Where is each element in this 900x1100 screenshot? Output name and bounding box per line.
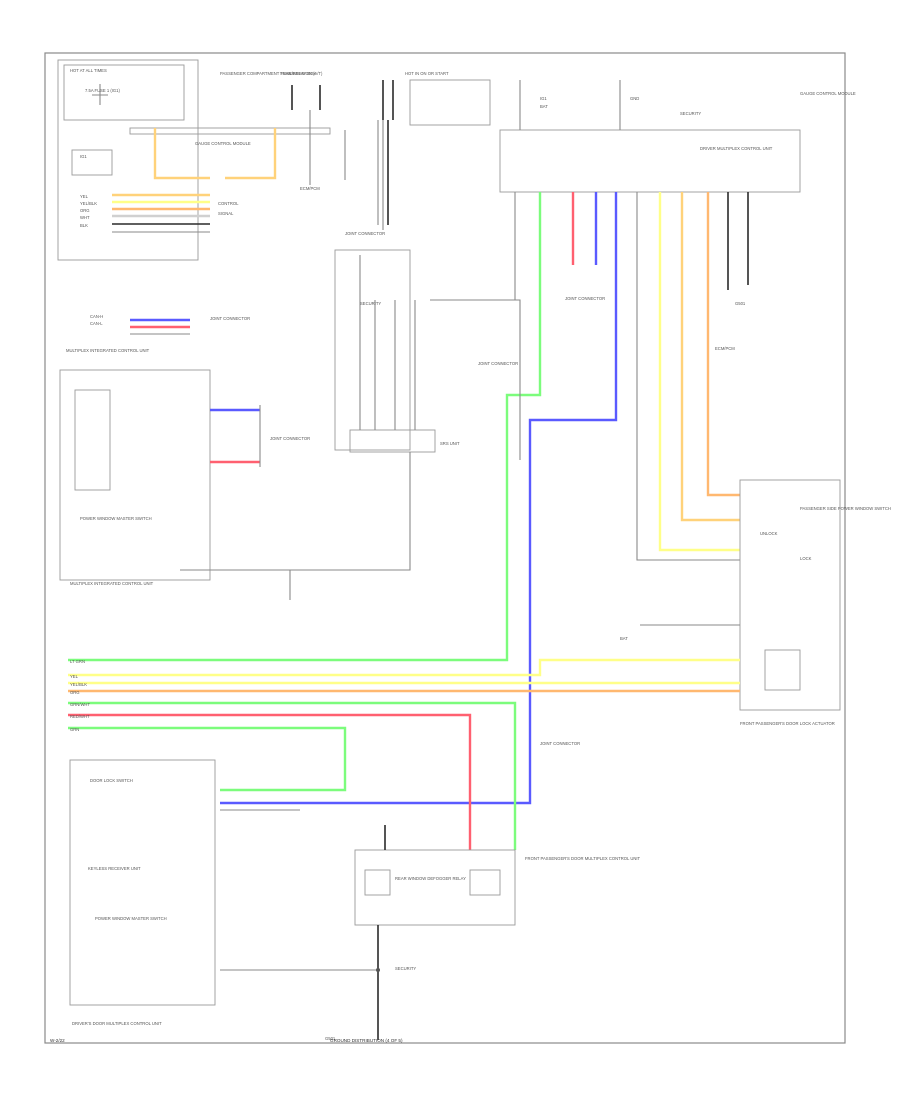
wire-label: BAT bbox=[540, 104, 548, 109]
wire-label: FRONT PASSENGER'S DOOR LOCK ACTUATOR bbox=[740, 721, 835, 726]
wire-label: DRIVER MULTIPLEX CONTROL UNIT bbox=[700, 146, 773, 151]
wire-label: BLK bbox=[80, 223, 88, 228]
wire-label: SIGNAL bbox=[218, 211, 234, 216]
wire-label: SECURITY bbox=[395, 966, 416, 971]
wire-label: RED/WHT bbox=[70, 714, 90, 719]
wire-label: CONTROL bbox=[218, 201, 239, 206]
footer-left: W-2/22 bbox=[50, 1038, 65, 1043]
wire-label: JOINT CONNECTOR bbox=[210, 316, 250, 321]
fuse-box-label: HOT AT ALL TIMES bbox=[70, 68, 107, 73]
wire-label: UNLOCK bbox=[760, 531, 778, 536]
left-bundle: YEL YEL/BLK ORG WHT BLK CONTROL SIGNAL bbox=[80, 193, 239, 233]
wire-label: GRN bbox=[70, 727, 79, 732]
wire-label: ECM/PCM bbox=[715, 346, 735, 351]
wire-label: JOINT CONNECTOR bbox=[478, 361, 518, 366]
can-lines-left: CAN-H CAN-L JOINT CONNECTOR bbox=[90, 314, 250, 335]
gauge-wires: JOINT CONNECTOR G501 ECM/PCM bbox=[68, 192, 749, 805]
wire-label: FRONT PASSENGER'S DOOR MULTIPLEX CONTROL… bbox=[525, 856, 641, 861]
door-lock-switch-box: DOOR LOCK SWITCH KEYLESS RECEIVER UNIT P… bbox=[69, 759, 380, 1026]
wire-label: SECURITY bbox=[680, 111, 701, 116]
wire-label: G501 bbox=[325, 1036, 336, 1041]
wire-label: CAN-H bbox=[90, 314, 103, 319]
wire-label: KEYLESS RECEIVER UNIT bbox=[88, 866, 141, 871]
wire-label: LT GRN bbox=[70, 659, 85, 664]
diagram-frame bbox=[44, 52, 846, 1044]
wire-label: MULTIPLEX INTEGRATED CONTROL UNIT bbox=[70, 581, 154, 586]
transmission-block: TRANSMISSION (A/T) ECM/PCM bbox=[280, 71, 346, 191]
wire-label: ORG bbox=[70, 690, 80, 695]
fuse-box-top-left: HOT AT ALL TIMES 7.5A FUSE 1 (IG1) IG1 bbox=[57, 59, 199, 261]
wire-label: BAT bbox=[620, 636, 628, 641]
wire-label: JOINT CONNECTOR bbox=[345, 231, 385, 236]
wire-label: LOCK bbox=[800, 556, 812, 561]
wire-label: CAN-L bbox=[90, 321, 103, 326]
wire-label: DOOR LOCK SWITCH bbox=[90, 778, 133, 783]
wire-label: TRANSMISSION (A/T) bbox=[280, 71, 323, 76]
wire-label: MULTIPLEX INTEGRATED CONTROL UNIT bbox=[66, 348, 150, 353]
wire-label: IG1 bbox=[540, 96, 547, 101]
wire-label: GAUGE CONTROL MODULE bbox=[800, 91, 856, 96]
wire-label: YEL bbox=[80, 194, 89, 199]
wire-label: YEL/BLK bbox=[70, 682, 87, 687]
gauge-control-box: GAUGE CONTROL MODULE IG1 BAT GND SECURIT… bbox=[499, 80, 856, 193]
wire-label: YEL/BLK bbox=[80, 201, 97, 206]
wire-label: G501 bbox=[735, 301, 746, 306]
wire-label: PASSENGER COMPARTMENT FUSE/RELAY BOX bbox=[220, 71, 316, 76]
wire-label: GND bbox=[630, 96, 639, 101]
wire-label: POWER WINDOW MASTER SWITCH bbox=[80, 516, 152, 521]
joint-connector: SRS UNIT JOINT CONNECTOR SECURITY bbox=[289, 249, 521, 600]
wire-label: PASSENGER SIDE POWER WINDOW SWITCH bbox=[800, 506, 891, 511]
wire-label: JOINT CONNECTOR bbox=[540, 741, 580, 746]
wire-label: WHT bbox=[80, 215, 90, 220]
wire-label: POWER WINDOW MASTER SWITCH bbox=[95, 916, 167, 921]
passenger-power-window: PASSENGER SIDE POWER WINDOW SWITCH LOCK … bbox=[620, 479, 891, 726]
rear-defogger-relay: REAR WINDOW DEFOGGER RELAY FRONT PASSENG… bbox=[325, 825, 641, 1041]
fuse-label: 7.5A FUSE 1 (IG1) bbox=[85, 88, 121, 93]
horizontal-bus: LT GRN YEL YEL/BLK ORG GRN/WHT RED/WHT G… bbox=[68, 658, 740, 850]
wire-label: REAR WINDOW DEFOGGER RELAY bbox=[395, 876, 466, 881]
wire-label: YEL bbox=[70, 674, 79, 679]
pcm-block: PASSENGER COMPARTMENT FUSE/RELAY BOX GAU… bbox=[129, 71, 331, 180]
wire-label: GRN/WHT bbox=[70, 702, 90, 707]
hot-in-on-group: HOT IN ON OR START JOINT CONNECTOR bbox=[345, 71, 491, 236]
wire-label: SECURITY bbox=[360, 301, 381, 306]
footer-center: GROUND DISTRIBUTION (4 OF 5) bbox=[330, 1038, 403, 1043]
wire-label: ORG bbox=[80, 208, 90, 213]
wire-label: JOINT CONNECTOR bbox=[270, 436, 310, 441]
wire-label: SRS UNIT bbox=[440, 441, 460, 446]
wire-label: HOT IN ON OR START bbox=[405, 71, 449, 76]
wire-label: DRIVER'S DOOR MULTIPLEX CONTROL UNIT bbox=[72, 1021, 162, 1026]
wire-label: GAUGE CONTROL MODULE bbox=[195, 141, 251, 146]
wire-label: ECM/PCM bbox=[300, 186, 320, 191]
wire-label: JOINT CONNECTOR bbox=[565, 296, 605, 301]
multiplex-left-unit: MULTIPLEX INTEGRATED CONTROL UNIT JOINT … bbox=[59, 348, 410, 586]
ign-label: IG1 bbox=[80, 154, 87, 159]
